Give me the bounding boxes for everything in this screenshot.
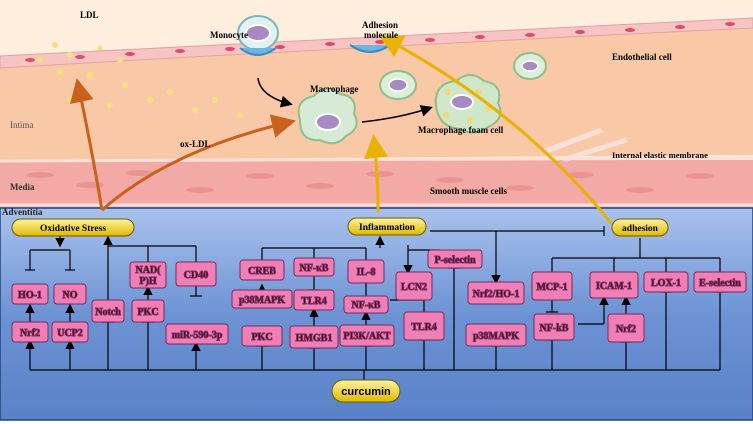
macrophage-label: Macrophage <box>310 84 358 94</box>
lcn2-label: LCN2 <box>401 282 427 293</box>
pkc-label-a: PKC <box>137 307 158 318</box>
adhesion-pill: adhesion <box>611 218 669 237</box>
nrf2-label-a: Nrf2 <box>20 328 40 339</box>
curcumin-label: curcumin <box>341 386 391 398</box>
creb-label: CREB <box>248 266 276 277</box>
p38mapk-label-b: p38MAPK <box>473 331 519 342</box>
pi3k-box: PI3K/AKT <box>339 324 395 347</box>
small-macrophage-cell-1 <box>379 70 417 100</box>
nfkb-box-c: NF-kB <box>533 313 575 341</box>
nrf2ho1-box: Nrf2/HO-1 <box>467 281 525 305</box>
monocyte-cell <box>237 15 279 56</box>
ucp2-box: UCP2 <box>51 321 89 343</box>
nfkb-box-a: NF-κB <box>293 257 335 277</box>
nadph-box: NAD( P)H <box>129 261 167 289</box>
ox-ldl-label: ox-LDL <box>180 139 211 149</box>
tlr4-label-a: TLR4 <box>301 296 327 307</box>
ho1-box: HO-1 <box>11 283 49 305</box>
adhesion-molecule-label-line2: molecule <box>364 30 398 40</box>
curcumin-pill: curcumin <box>331 379 401 403</box>
creb-box: CREB <box>239 259 285 281</box>
lox1-box: LOX-1 <box>643 271 689 293</box>
nfkb-label-a: NF-κB <box>300 263 329 274</box>
hmgb1-label: HMGB1 <box>296 333 333 344</box>
tlr4-label-b: TLR4 <box>411 322 437 333</box>
eselectin-box: E-selectin <box>693 271 747 293</box>
pkc-label-b: PKC <box>251 332 272 343</box>
nadph-label-line2: P)H <box>139 276 156 287</box>
nfkb-label-b: NF-κB <box>352 300 381 311</box>
nrf2-box-a: Nrf2 <box>11 321 49 343</box>
icam1-box: ICAM-1 <box>589 271 639 299</box>
mcp1-box: MCP-1 <box>531 271 573 301</box>
adhesion-molecule-label-line1: Adhesion <box>362 20 398 30</box>
pi3k-label: PI3K/AKT <box>343 331 391 342</box>
inflammation-label: Inflammation <box>359 223 416 233</box>
notch-box: Notch <box>91 299 125 323</box>
smooth-muscle-cells-label: Smooth muscle cells <box>430 186 507 196</box>
ho1-label: HO-1 <box>18 290 42 301</box>
il8-label: IL-8 <box>357 267 376 278</box>
cd40-label: CD40 <box>184 270 208 281</box>
nfkb-label-c: NF-kB <box>540 323 569 334</box>
nrf2-label-b: Nrf2 <box>616 324 636 335</box>
p38mapk-label-a: p38MAPK <box>239 295 285 306</box>
nrf2-box-b: Nrf2 <box>607 313 645 343</box>
mcp1-label: MCP-1 <box>536 282 567 293</box>
tlr4-box-a: TLR4 <box>293 289 335 311</box>
il8-box: IL-8 <box>347 259 385 284</box>
notch-label: Notch <box>95 307 121 318</box>
hmgb1-box: HMGB1 <box>289 325 339 349</box>
no-box: NO <box>53 283 87 305</box>
no-label: NO <box>63 290 78 301</box>
lcn2-box: LCN2 <box>395 271 433 301</box>
lox1-label: LOX-1 <box>651 278 681 289</box>
ldl-label: LDL <box>80 10 99 20</box>
mir590-box: miR-590-3p <box>165 323 229 345</box>
pkc-box-a: PKC <box>131 299 165 323</box>
eselectin-label: E-selectin <box>699 278 741 289</box>
endothelial-cell-label: Endothelial cell <box>612 52 672 62</box>
pkc-box-b: PKC <box>241 325 283 347</box>
oxidative-stress-pill: Oxidative Stress <box>11 218 135 237</box>
intima-label: Intima <box>10 120 34 130</box>
ucp2-label: UCP2 <box>57 328 83 339</box>
adventitia-label: Adventitia <box>2 207 43 217</box>
monocyte-label: Monocyte <box>210 30 248 40</box>
oxidative-stress-label: Oxidative Stress <box>40 224 106 234</box>
media-label: Media <box>10 182 35 192</box>
small-macrophage-cell-2 <box>513 52 547 80</box>
inflammation-pill: Inflammation <box>347 217 427 236</box>
pselectin-box: P-selectin <box>427 249 483 269</box>
internal-elastic-membrane-label: Internal elastic membrane <box>612 150 708 160</box>
p38mapk-box-b: p38MAPK <box>465 323 527 347</box>
foam-cell <box>434 74 502 134</box>
cd40-box: CD40 <box>175 261 217 287</box>
nrf2ho1-label: Nrf2/HO-1 <box>473 289 520 300</box>
foam-cell-label: Macrophage foam cell <box>418 125 504 135</box>
p38mapk-box-a: p38MAPK <box>231 289 293 309</box>
icam1-label: ICAM-1 <box>596 281 632 292</box>
nfkb-box-b: NF-κB <box>343 295 389 314</box>
mir590-label: miR-590-3p <box>172 330 223 341</box>
tlr4-box-b: TLR4 <box>403 311 445 341</box>
pselectin-label: P-selectin <box>434 255 476 266</box>
macrophage-cell <box>297 87 358 145</box>
nadph-label-line1: NAD( <box>136 265 162 276</box>
adhesion-label: adhesion <box>622 224 659 234</box>
